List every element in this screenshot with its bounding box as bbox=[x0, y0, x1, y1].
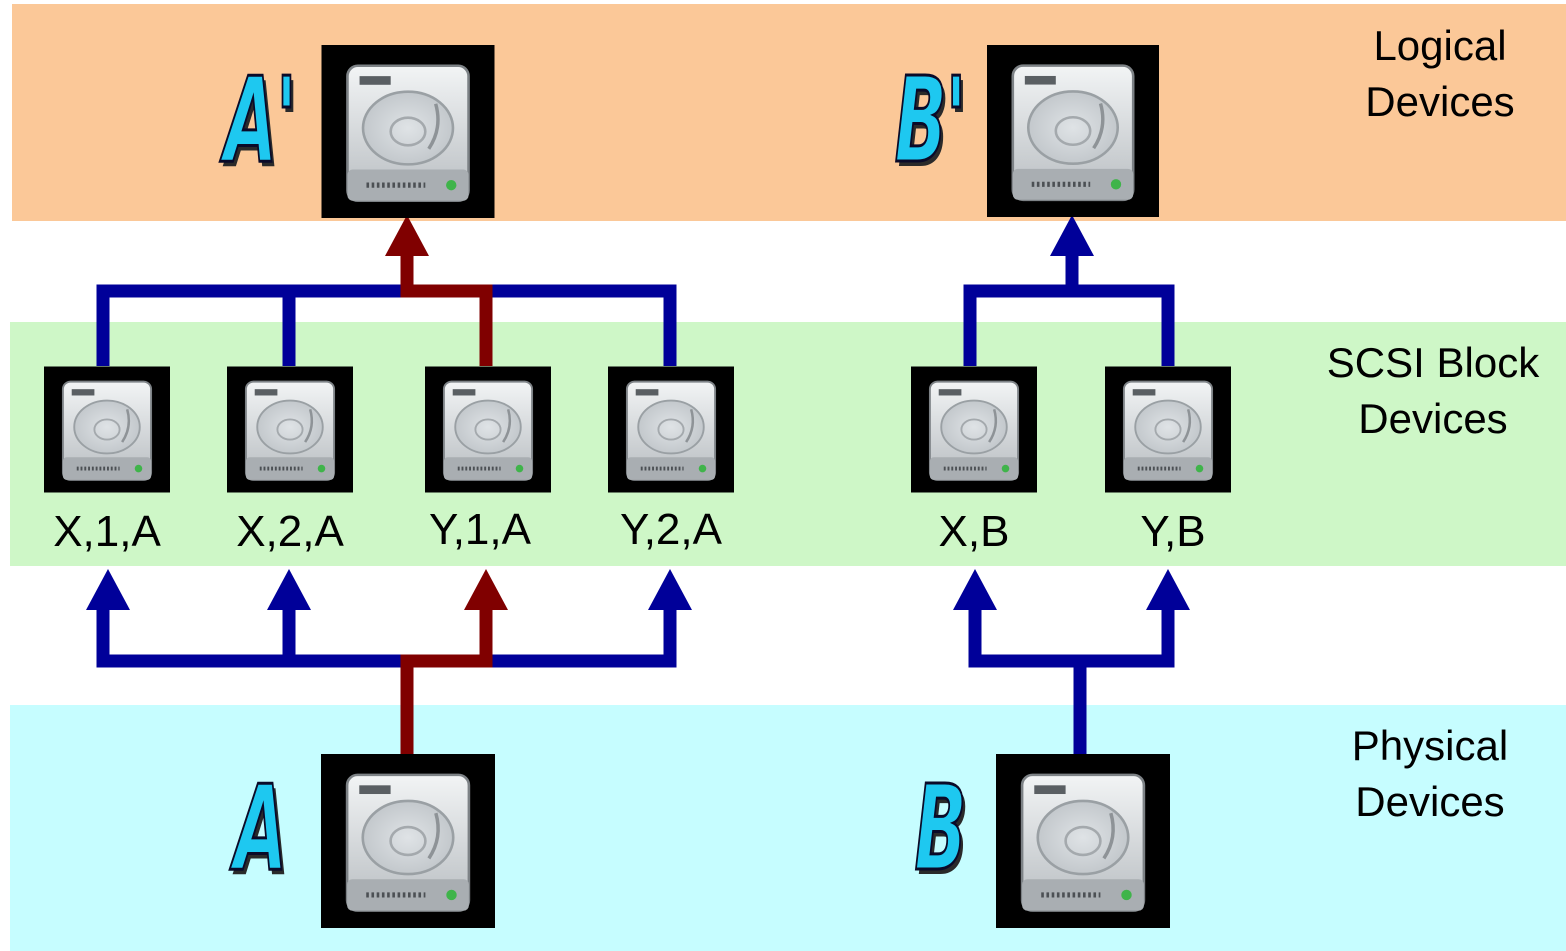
logical-device-letter-b-prime: B' bbox=[894, 50, 968, 191]
scsi-layer-label-line1: SCSI Block bbox=[1326, 339, 1540, 386]
path-x1a-to-a-prime bbox=[96, 284, 403, 366]
lower-active-path-a bbox=[400, 569, 508, 754]
hard-drive-icon-b-prime bbox=[987, 45, 1159, 217]
logical-device-letter-a-prime: A' bbox=[223, 50, 298, 191]
scsi-device-label-xb: X,B bbox=[938, 507, 1010, 556]
logical-layer-label-line1: Logical bbox=[1373, 22, 1507, 69]
upper-paths-b bbox=[963, 215, 1175, 366]
hard-drive-icon-x1a bbox=[44, 366, 170, 493]
logical-layer-label-line2: Devices bbox=[1365, 78, 1515, 125]
physical-layer-label: Physical Devices bbox=[1320, 718, 1540, 830]
physical-layer-label-line1: Physical bbox=[1351, 722, 1509, 769]
physical-layer-band bbox=[10, 705, 1566, 951]
hard-drive-icon-a bbox=[321, 754, 495, 928]
hard-drive-icon-b bbox=[996, 754, 1170, 928]
lower-paths-b bbox=[953, 569, 1190, 754]
arrowhead-up-b-prime bbox=[1050, 215, 1094, 256]
hard-drive-icon-x2a bbox=[227, 366, 353, 493]
physical-layer-label-line2: Devices bbox=[1355, 778, 1505, 825]
logical-layer-label: Logical Devices bbox=[1330, 18, 1550, 130]
arrowhead-up-x2a bbox=[267, 569, 311, 610]
logical-layer-band bbox=[12, 4, 1566, 221]
hard-drive-icon-y1a bbox=[425, 366, 551, 493]
arrowhead-up-y2a bbox=[648, 569, 692, 610]
hard-drive-icon-y2a bbox=[608, 366, 734, 493]
upper-paths-a bbox=[96, 284, 677, 366]
upper-active-path-a bbox=[385, 215, 493, 366]
physical-device-letter-a: A bbox=[233, 758, 288, 899]
physical-device-letter-b: B bbox=[914, 758, 968, 899]
arrowhead-up-yb bbox=[1146, 569, 1190, 610]
lower-paths-a bbox=[86, 569, 692, 668]
hard-drive-icon-a-prime bbox=[322, 45, 495, 218]
hard-drive-icon-xb bbox=[911, 366, 1037, 493]
arrowhead-up-y1a bbox=[464, 569, 508, 610]
scsi-device-label-x1a: X,1,A bbox=[53, 507, 161, 556]
path-y2a-to-a-prime bbox=[486, 284, 677, 366]
arrowhead-up-a-prime bbox=[385, 215, 429, 256]
arrowhead-up-xb bbox=[953, 569, 997, 610]
scsi-device-label-y1a: Y,1,A bbox=[429, 505, 531, 554]
scsi-device-label-x2a: X,2,A bbox=[236, 507, 344, 556]
hard-drive-icon-yb bbox=[1105, 366, 1231, 493]
scsi-layer-label-line2: Devices bbox=[1358, 395, 1508, 442]
scsi-device-label-y2a: Y,2,A bbox=[620, 505, 722, 554]
arrowhead-up-x1a bbox=[86, 569, 130, 610]
scsi-device-label-yb: Y,B bbox=[1140, 507, 1206, 556]
scsi-layer-label: SCSI Block Devices bbox=[1300, 335, 1566, 447]
